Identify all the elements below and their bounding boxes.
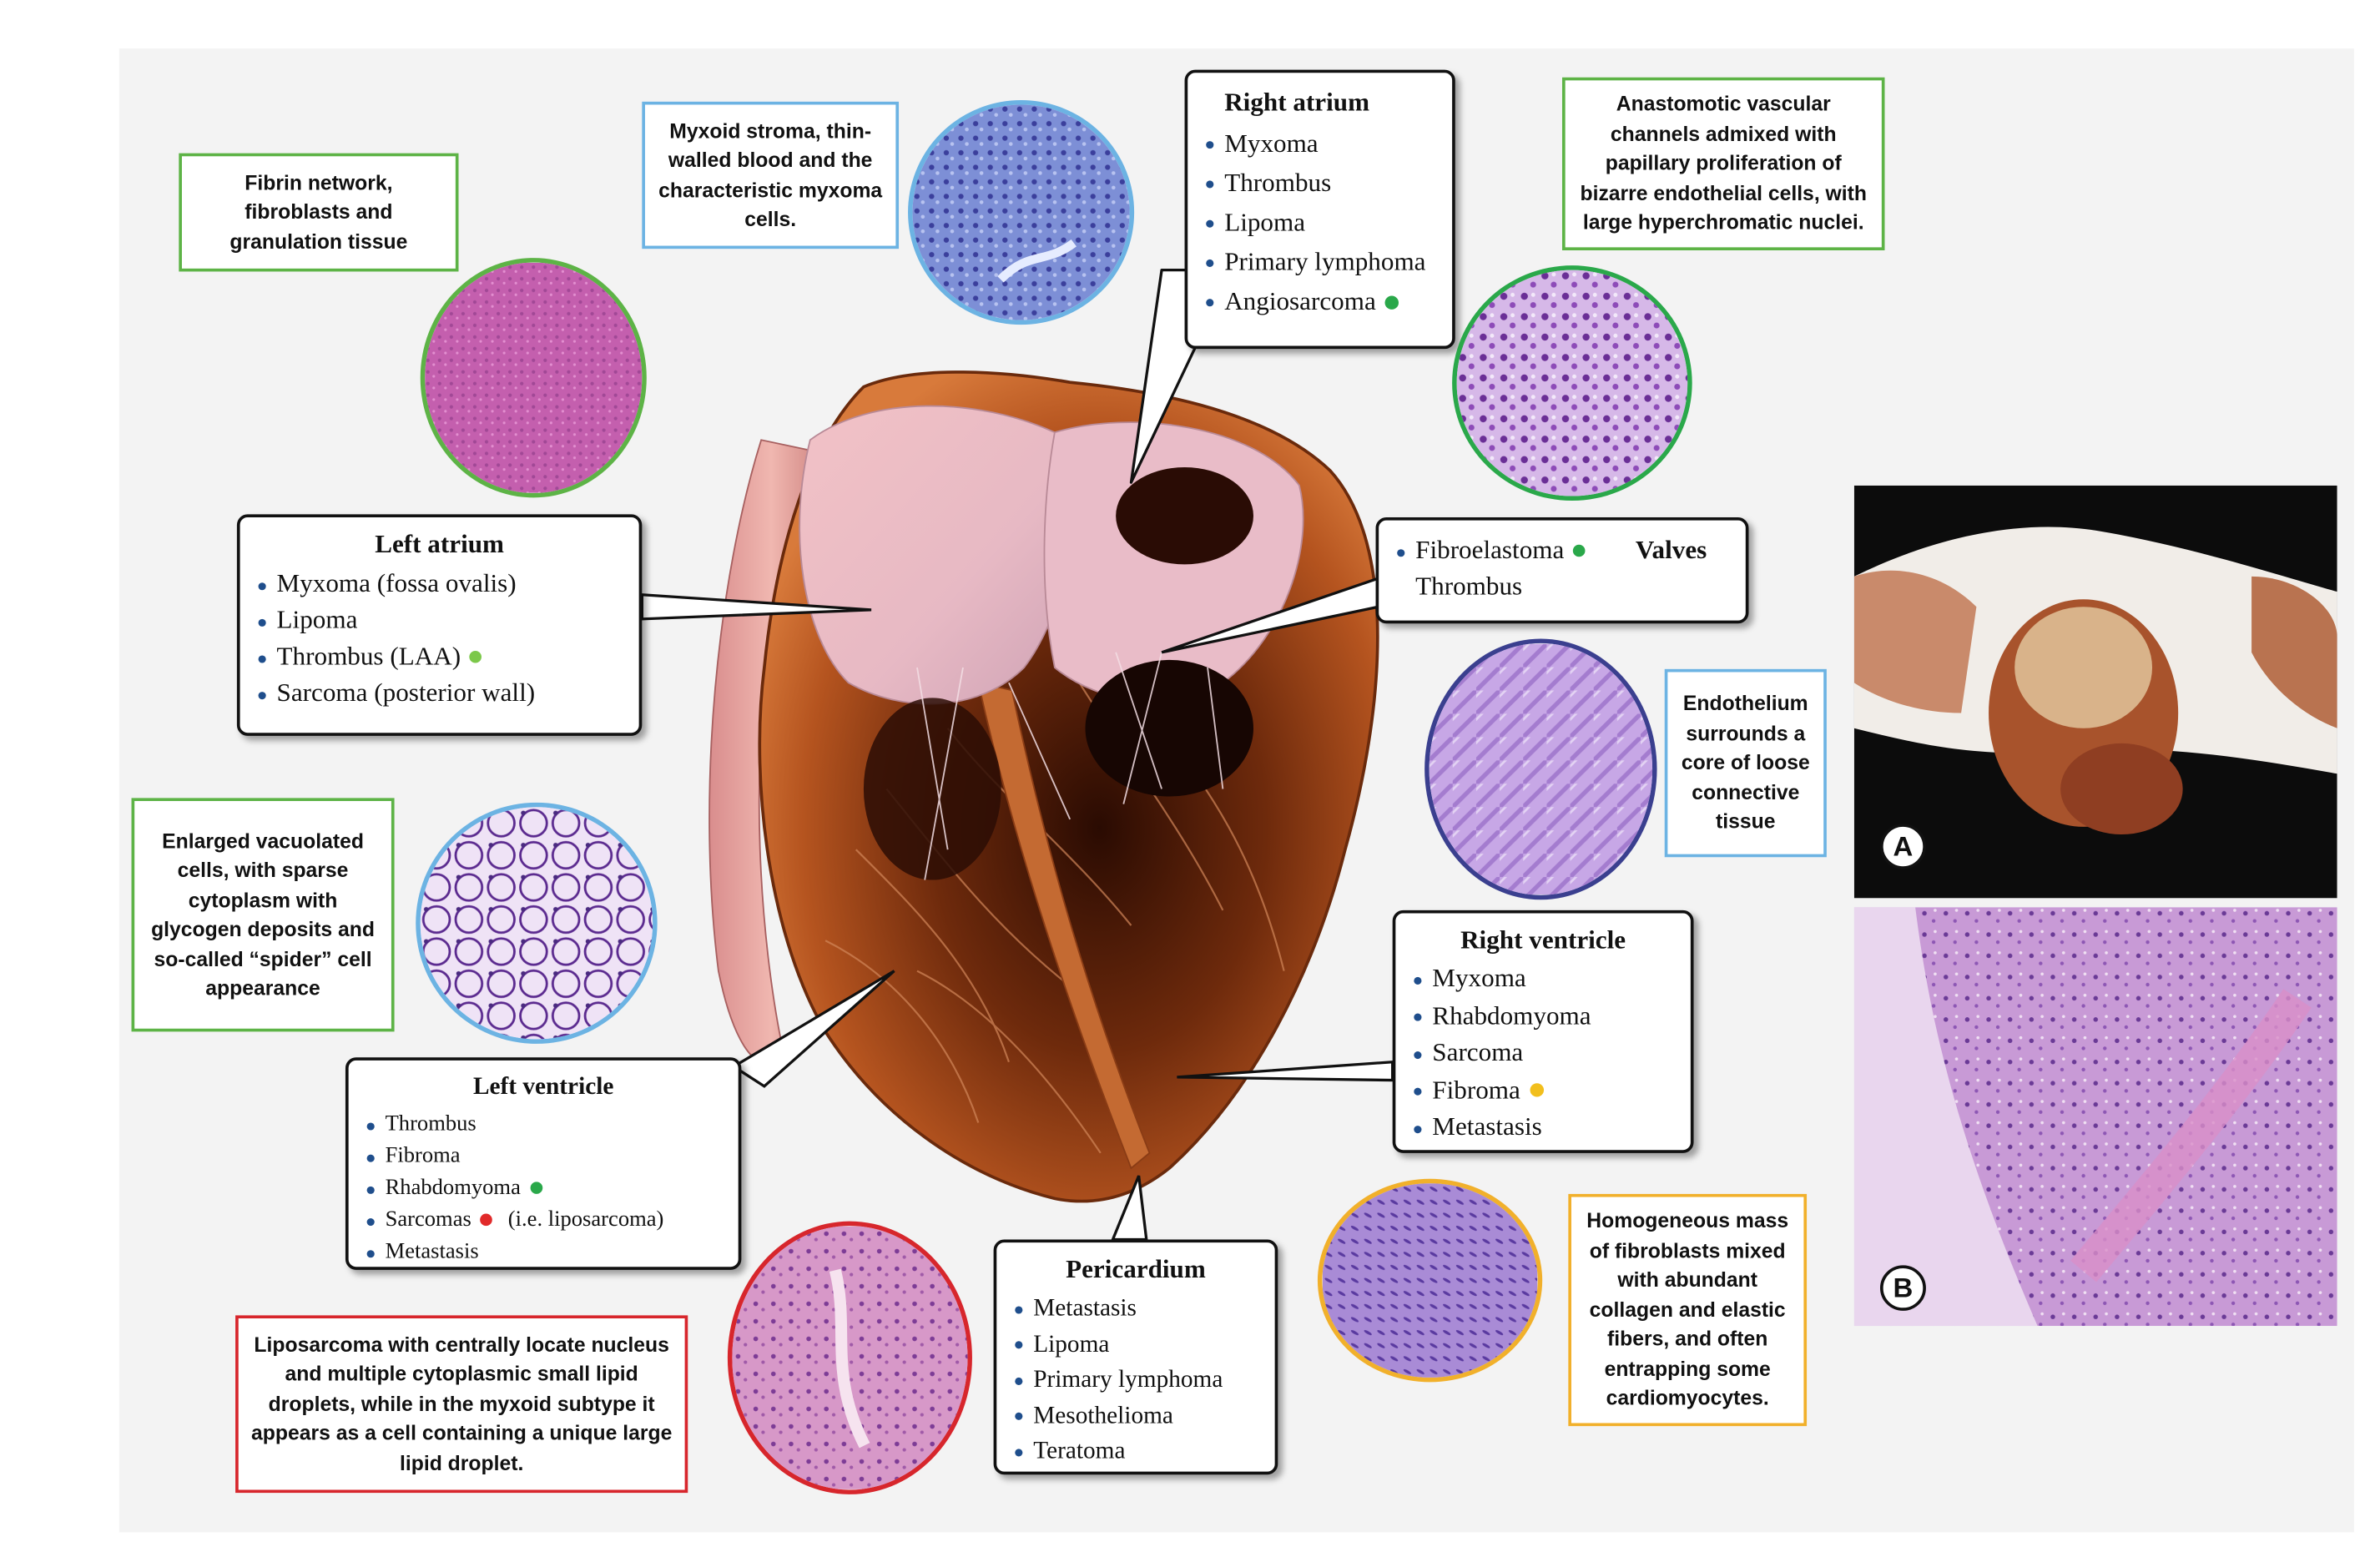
endothelium-description: Endothelium surrounds a core of loose co… <box>1664 668 1827 858</box>
yellow-dot-icon <box>1529 1083 1544 1097</box>
photo-b-label: B <box>1879 1265 1926 1311</box>
list-item: Sarcoma (posterior wall) <box>252 675 627 712</box>
list-item: Mesothelioma <box>1009 1398 1263 1434</box>
histology-photo <box>1853 907 2337 1327</box>
angiosarcoma-micrograph <box>1452 265 1692 501</box>
myxoid-description: Myxoid stroma, thin-walled blood and the… <box>642 101 900 249</box>
gross-specimen-photo <box>1853 485 2337 899</box>
green-dot-icon <box>1573 544 1586 557</box>
pericardium-title: Pericardium <box>1066 1254 1206 1284</box>
rhabdomyoma-micrograph <box>416 802 658 1044</box>
left-ventricle-title: Left ventricle <box>472 1074 614 1101</box>
right-ventricle-box: Right ventricle Myxoma Rhabdomyoma Sarco… <box>1392 910 1694 1153</box>
valves-box: Valves Fibroelastoma Thrombus <box>1375 517 1749 624</box>
green-dot-icon <box>470 651 482 663</box>
list-item: Metastasis <box>1408 1109 1678 1146</box>
list-item: Thrombus <box>361 1109 726 1141</box>
right-ventricle-title: Right ventricle <box>1460 925 1626 955</box>
fibroma-micrograph <box>1317 1178 1543 1383</box>
list-item: Sarcoma <box>1408 1035 1678 1072</box>
liposarcoma-description: Liposarcoma with centrally locate nucleu… <box>235 1315 688 1494</box>
list-item: Myxoma <box>1408 960 1678 998</box>
list-item: Rhabdomyoma <box>1408 997 1678 1035</box>
list-item: Thrombus (LAA) <box>252 638 627 675</box>
fibrin-description: Fibrin network, fibroblasts and granulat… <box>179 153 459 272</box>
liposarcoma-note: (i.e. liposarcoma) <box>507 1207 664 1232</box>
list-item: Primary lymphoma <box>1200 243 1440 282</box>
photo-a-label: A <box>1879 824 1926 869</box>
list-item: Lipoma <box>252 602 627 639</box>
list-item: Rhabdomyoma <box>361 1172 726 1204</box>
list-item: Fibroelastoma <box>1391 532 1733 569</box>
list-item: Primary lymphoma <box>1009 1363 1263 1398</box>
left-atrium-box: Left atrium Myxoma (fossa ovalis) Lipoma… <box>236 514 643 736</box>
list-item: Thrombus <box>1200 164 1440 203</box>
list-item: Myxoma (fossa ovalis) <box>252 566 627 602</box>
list-item: Sarcomas(i.e. liposarcoma) <box>361 1205 726 1237</box>
fibroelastoma-micrograph <box>1424 638 1657 900</box>
vacuolated-description: Enlarged vacuolated cells, with sparse c… <box>131 798 395 1032</box>
green-dot-icon <box>529 1181 542 1194</box>
list-item: Angiosarcoma <box>1200 282 1440 321</box>
list-item: Myxoma <box>1200 124 1440 164</box>
list-item: Metastasis <box>1009 1291 1263 1327</box>
list-item: Thrombus <box>1415 572 1523 602</box>
list-item: Lipoma <box>1009 1327 1263 1363</box>
list-item: Teratoma <box>1009 1434 1263 1469</box>
red-dot-icon <box>480 1212 493 1226</box>
list-item: Fibroma <box>361 1141 726 1172</box>
right-atrium-title: Right atrium <box>1224 88 1370 118</box>
green-dot-icon <box>1384 295 1399 310</box>
list-item: Metastasis <box>361 1237 726 1268</box>
fibrin-micrograph <box>420 258 647 498</box>
valves-title: Valves <box>1635 535 1707 565</box>
anastomotic-description: Anastomotic vascular channels admixed wi… <box>1561 77 1885 251</box>
list-item: Lipoma <box>1200 204 1440 243</box>
pericardium-box: Pericardium Metastasis Lipoma Primary ly… <box>993 1239 1278 1475</box>
list-item: Fibroma <box>1408 1072 1678 1110</box>
left-ventricle-box: Left ventricle Thrombus Fibroma Rhabdomy… <box>345 1057 742 1270</box>
left-atrium-title: Left atrium <box>375 529 505 559</box>
right-atrium-box: Right atrium Myxoma Thrombus Lipoma Prim… <box>1184 69 1455 350</box>
liposarcoma-micrograph <box>727 1221 972 1494</box>
myxoma-micrograph <box>908 100 1135 325</box>
homogeneous-description: Homogeneous mass of fibroblasts mixed wi… <box>1568 1193 1808 1427</box>
